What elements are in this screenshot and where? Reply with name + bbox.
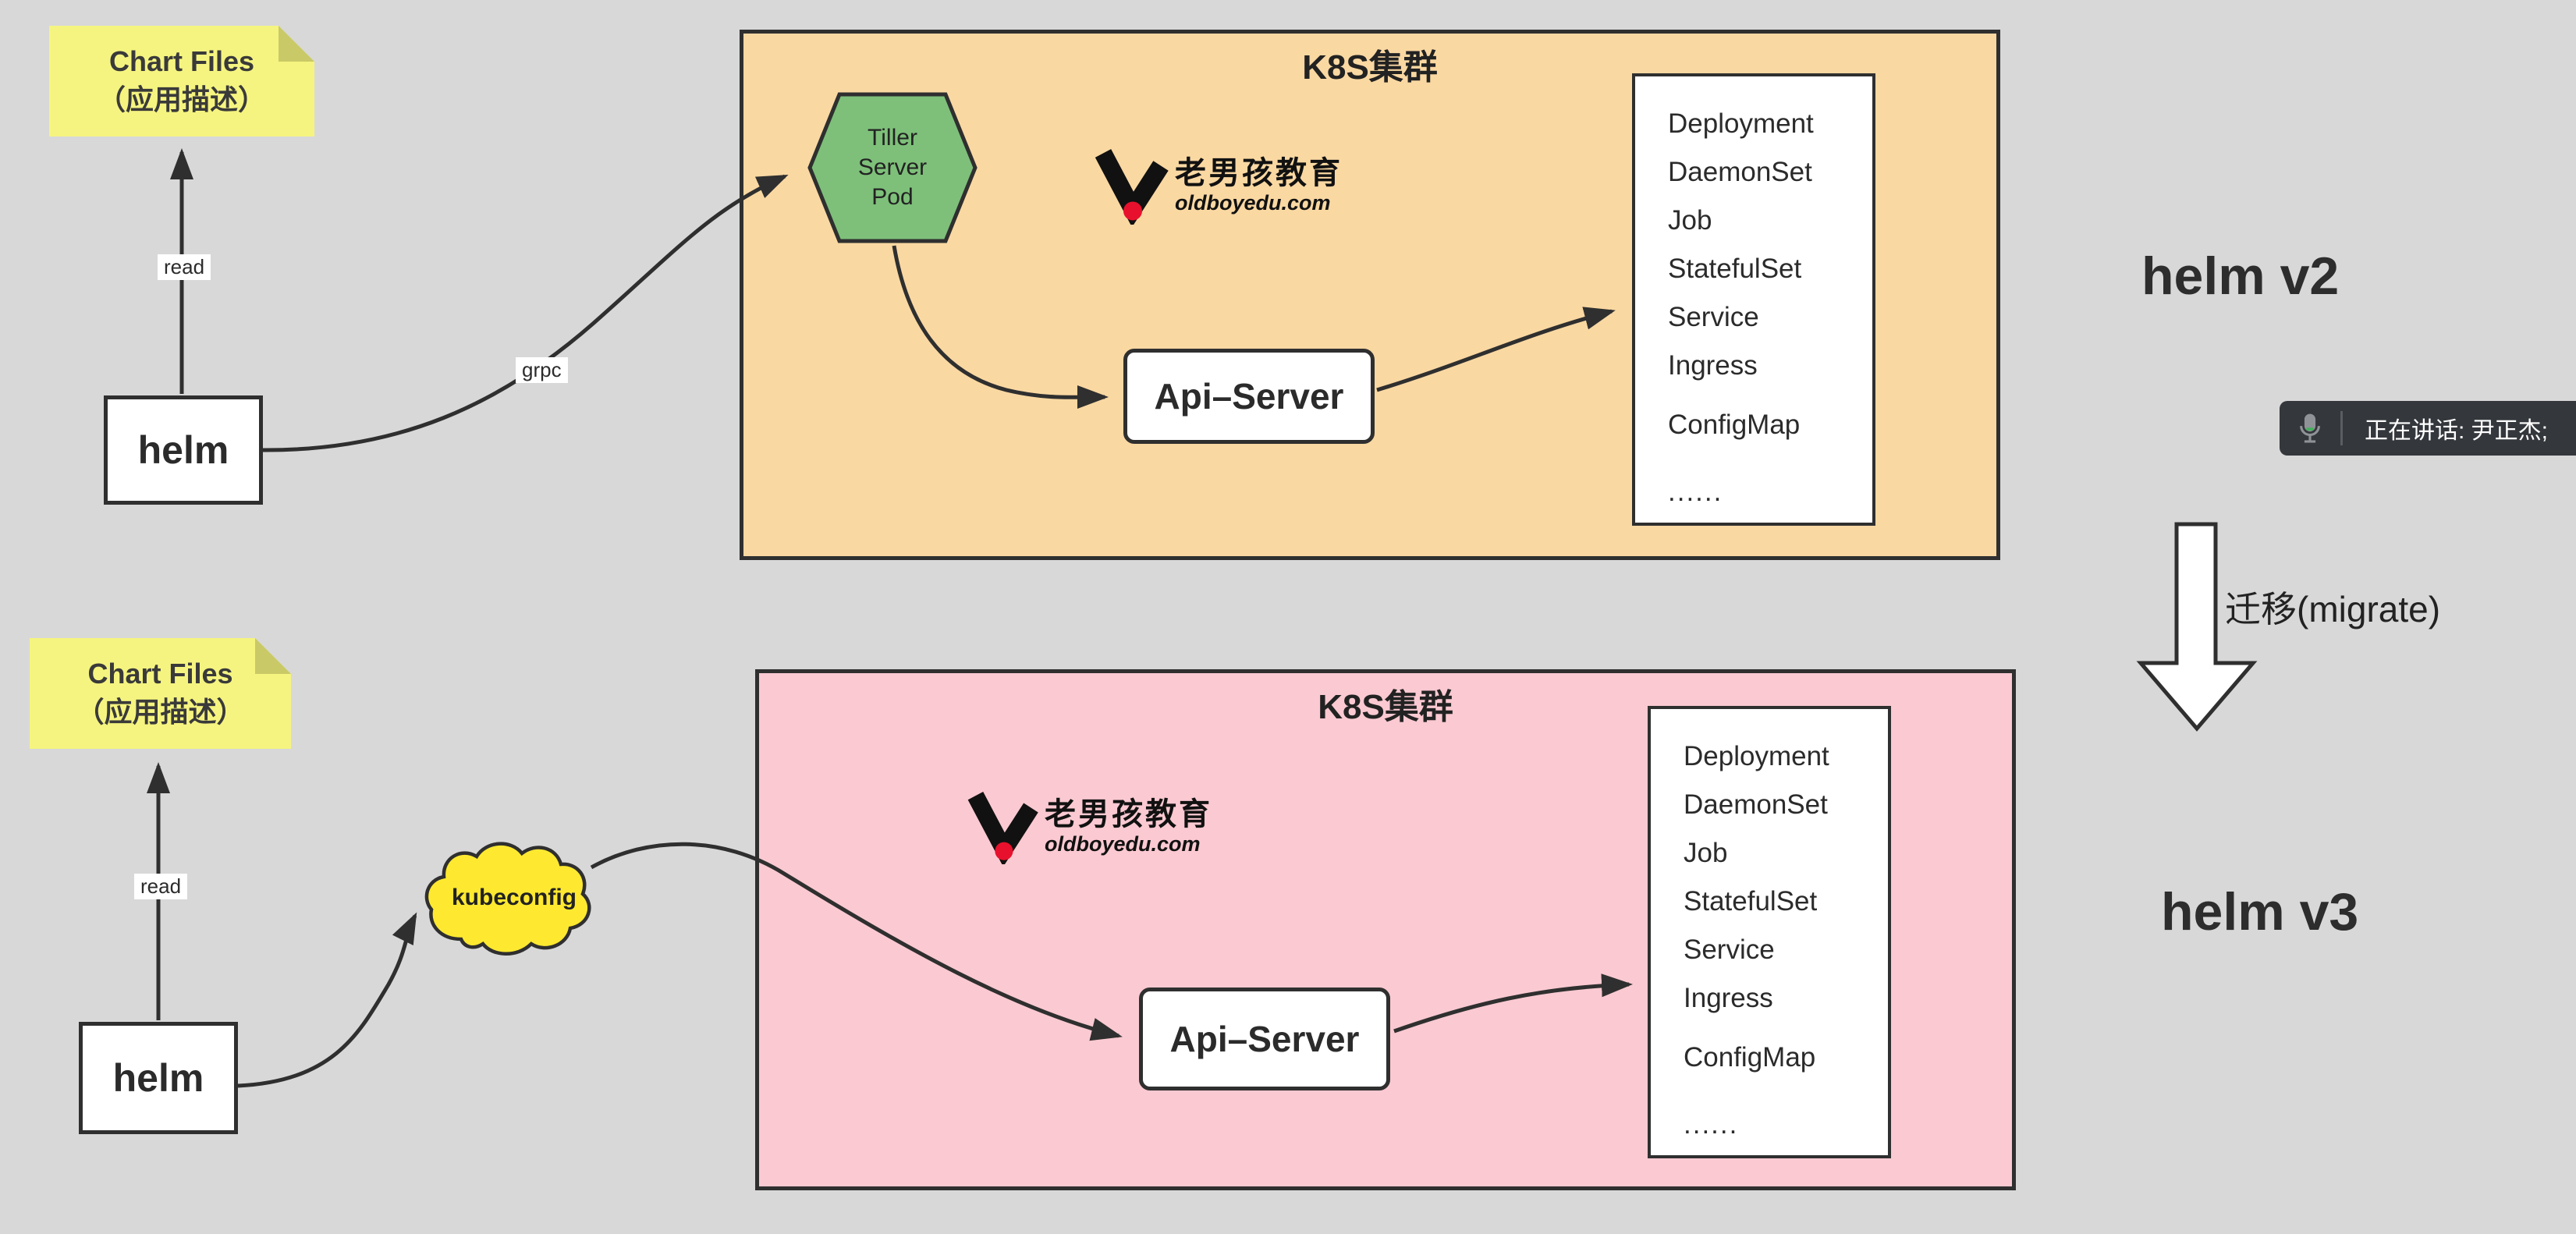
cloud-shape — [424, 842, 591, 956]
helm-label-v2: helm — [137, 428, 229, 472]
api-server-box-v3: Api–Server — [1139, 988, 1390, 1090]
arrow-tiller-to-apiserver-v2 — [892, 245, 1109, 410]
chart-files-title: Chart Files — [108, 45, 255, 78]
cluster-title-v2: K8S集群 — [1302, 48, 1438, 87]
resource-item: Deployment — [1684, 741, 1829, 771]
arrow-helm-to-tiller-grpc — [262, 174, 789, 452]
helm-v2-label: helm v2 — [2141, 246, 2340, 306]
tiller-label: Tiller Server Pod — [857, 125, 928, 210]
chart-files-subtitle: （应用描述） — [97, 83, 266, 115]
kubeconfig-cloud: kubeconfig — [420, 836, 609, 969]
resource-item: Ingress — [1684, 983, 1773, 1013]
kubeconfig-label: kubeconfig — [451, 885, 577, 910]
arrow-kubeconfig-to-apiserver-v3 — [590, 842, 1123, 1041]
resource-item: ConfigMap — [1684, 1042, 1816, 1073]
logo-domain: oldboyedu.com — [1045, 832, 1201, 856]
chart-files-title: Chart Files — [87, 658, 233, 690]
helm-client-box-v2: helm — [104, 395, 263, 505]
hexagon-shape — [807, 92, 978, 243]
oldboyedu-logo-v3: 老男孩教育 oldboyedu.com — [965, 789, 1212, 864]
resource-item: Service — [1684, 934, 1775, 965]
resource-item: ...... — [1684, 1109, 1739, 1140]
logo-brand-name: 老男孩教育 — [1175, 156, 1343, 190]
bar-divider — [2340, 411, 2343, 445]
read-label-v2: read — [158, 254, 211, 280]
arrow-helm-to-kubeconfig — [237, 912, 417, 1088]
migrate-arrow-shape — [2136, 522, 2258, 732]
microphone-icon[interactable] — [2297, 410, 2323, 446]
resource-item: StatefulSet — [1684, 886, 1818, 917]
chart-files-subtitle: （应用描述） — [76, 696, 245, 728]
resource-item: Service — [1668, 302, 1759, 332]
api-server-label-v2: Api–Server — [1154, 376, 1344, 417]
read-label-v3: read — [134, 874, 188, 899]
chart-files-note-v3: Chart Files （应用描述） — [30, 638, 291, 749]
cluster-title-v3: K8S集群 — [1318, 688, 1453, 726]
logo-brand-name: 老男孩教育 — [1045, 797, 1212, 832]
helm-label-v3: helm — [112, 1056, 204, 1100]
resource-item: DaemonSet — [1684, 789, 1828, 820]
resource-item: ...... — [1668, 477, 1723, 507]
api-server-box-v2: Api–Server — [1123, 349, 1375, 444]
speaking-text: 正在讲话: 尹正杰; — [2365, 418, 2549, 444]
oldboyedu-v-icon — [967, 792, 1038, 864]
resource-item: Deployment — [1668, 108, 1814, 139]
resource-item: Job — [1668, 205, 1712, 236]
tiller-server-pod-hexagon: Tiller Server Pod — [807, 92, 978, 243]
resource-item: StatefulSet — [1668, 254, 1802, 284]
resource-item: DaemonSet — [1668, 157, 1812, 187]
api-server-label-v3: Api–Server — [1169, 1019, 1360, 1059]
oldboyedu-v-icon — [1095, 149, 1169, 225]
arrow-apiserver-to-resources-v2 — [1376, 307, 1616, 392]
oldboyedu-logo-v2: 老男孩教育 oldboyedu.com — [1092, 147, 1343, 225]
arrow-apiserver-to-resources-v3 — [1393, 973, 1633, 1034]
logo-domain: oldboyedu.com — [1175, 191, 1331, 215]
migrate-label: 迁移(migrate) — [2225, 589, 2441, 629]
resource-item: ConfigMap — [1668, 410, 1801, 440]
resource-item: Ingress — [1668, 350, 1758, 381]
chart-files-note-v2: Chart Files （应用描述） — [49, 26, 314, 137]
grpc-label: grpc — [516, 357, 568, 383]
helm-v3-label: helm v3 — [2161, 882, 2359, 941]
resource-item: Job — [1684, 838, 1728, 868]
speaking-indicator-bar[interactable]: 正在讲话: 尹正杰; — [2280, 401, 2576, 456]
helm-client-box-v3: helm — [79, 1022, 238, 1134]
